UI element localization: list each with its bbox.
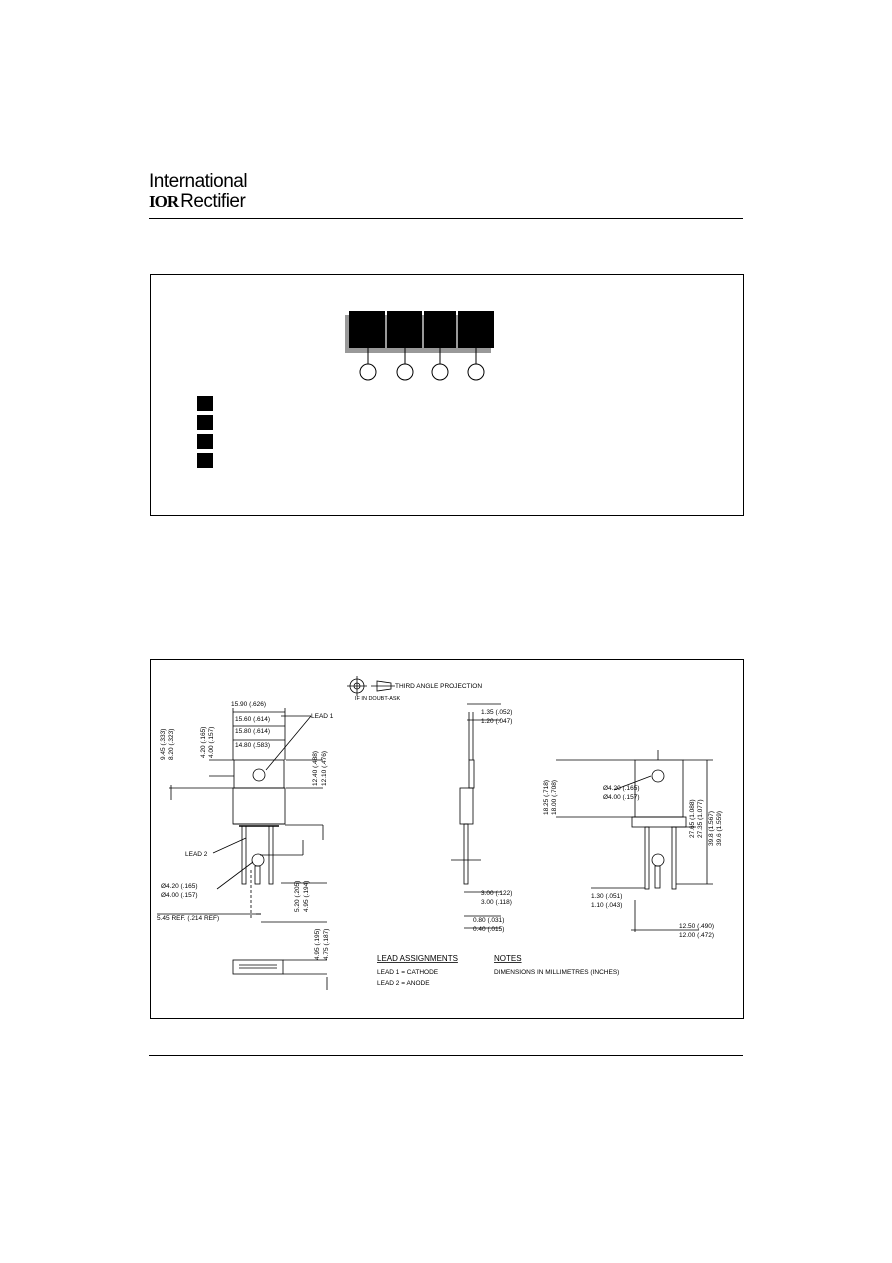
lead2-label: LEAD 2	[185, 851, 208, 858]
dim-1825: 18.25 (.718)	[543, 780, 550, 815]
dim-300a: 3.00 (.122)	[481, 890, 512, 897]
dim-820: 8.20 (.323)	[168, 729, 175, 760]
dim-1260: 12.50 (.490)	[679, 923, 714, 930]
outline-drawing-box: THIRD ANGLE PROJECTION IF IN DOUBT-ASK	[150, 659, 744, 1019]
notes-text: DIMENSIONS IN MILLIMETRES (INCHES)	[494, 969, 619, 976]
dim-hole-min: Ø4.00 (.157)	[161, 892, 198, 899]
brand-line2-row: IOR Rectifier	[149, 192, 259, 212]
ior-logo-mark: IOR	[149, 192, 179, 211]
dim-396: 39.6 (1.559)	[716, 811, 723, 846]
dim-420: 4.20 (.165)	[200, 727, 207, 758]
dim-r-hole-min: Ø4.00 (.157)	[603, 794, 640, 801]
legend-square-4	[197, 453, 213, 468]
doubt-label: IF IN DOUBT-ASK	[355, 696, 401, 702]
lead-assignments-title: LEAD ASSIGNMENTS	[377, 954, 458, 963]
dim-hole-max: Ø4.20 (.165)	[161, 883, 198, 890]
dim-520: 5.20 (.205)	[294, 881, 301, 912]
notes-title: NOTES	[494, 954, 522, 963]
legend-square-2	[197, 415, 213, 430]
footer-rule	[149, 1055, 743, 1056]
dim-120: 1.20 (.047)	[481, 718, 512, 725]
ordering-info-box	[150, 274, 744, 516]
brand-line2: Rectifier	[180, 191, 246, 212]
dim-495b: 4.95 (.195)	[314, 929, 321, 960]
legend-square-3	[197, 434, 213, 449]
callout-circle-2	[396, 363, 414, 381]
projection-label: THIRD ANGLE PROJECTION	[395, 683, 482, 690]
brand-logo: International IOR Rectifier	[149, 172, 259, 212]
dim-tab-w-max: 15.60 (.614)	[235, 716, 270, 723]
dim-1240: 12.40 (.488)	[312, 751, 319, 786]
lead-assign-1: LEAD 1 = CATHODE	[377, 969, 439, 976]
dim-400: 4.00 (.157)	[208, 727, 215, 758]
rear-view	[556, 750, 713, 932]
callout-circle-4	[467, 363, 485, 381]
code-block-4	[458, 311, 494, 348]
ordering-code-graphic	[197, 311, 494, 468]
dim-110: 1.10 (.043)	[591, 902, 622, 909]
code-block-1	[349, 311, 385, 348]
lead-label: LEAD 1	[311, 713, 334, 720]
dim-300b: 3.00 (.118)	[481, 899, 512, 906]
dim-545-ref: 5.45 REF. (.214 REF)	[157, 915, 219, 922]
dim-945: 9.45 (.333)	[160, 729, 167, 760]
lead-assign-2: LEAD 2 = ANODE	[377, 980, 430, 987]
dim-r-hole-max: Ø4.20 (.165)	[603, 785, 640, 792]
dim-495: 4.95 (.194)	[303, 881, 310, 912]
legend-square-1	[197, 396, 213, 411]
dim-body-w: 14.80 (.583)	[235, 742, 270, 749]
dim-2735: 27.35 (1.077)	[697, 799, 704, 838]
dim-398: 39.8 (1.567)	[708, 811, 715, 846]
side-view	[451, 703, 501, 929]
dim-tab-w-min: 15.80 (.614)	[235, 728, 270, 735]
callout-circle-1	[359, 363, 377, 381]
callout-circle-3	[431, 363, 449, 381]
header-rule	[149, 218, 743, 219]
dim-1200: 12.00 (.472)	[679, 932, 714, 939]
dim-1210: 12.10 (.476)	[321, 751, 328, 786]
dim-2765: 27.65 (1.088)	[689, 799, 696, 838]
outline-drawing: THIRD ANGLE PROJECTION IF IN DOUBT-ASK	[157, 676, 723, 990]
dim-width: 15.90 (.626)	[231, 701, 266, 708]
projection-symbol-icon	[347, 676, 395, 696]
front-view	[157, 708, 328, 990]
dim-040: 0.40 (.015)	[473, 926, 504, 933]
dim-135: 1.35 (.052)	[481, 709, 512, 716]
dim-130: 1.30 (.051)	[591, 893, 622, 900]
code-block-2	[387, 311, 422, 348]
dim-1800: 18.00 (.708)	[551, 780, 558, 815]
dim-080: 0.80 (.031)	[473, 917, 504, 924]
code-block-3	[424, 311, 456, 348]
brand-line1: International	[149, 171, 248, 192]
dim-475: 4.75 (.187)	[323, 929, 330, 960]
